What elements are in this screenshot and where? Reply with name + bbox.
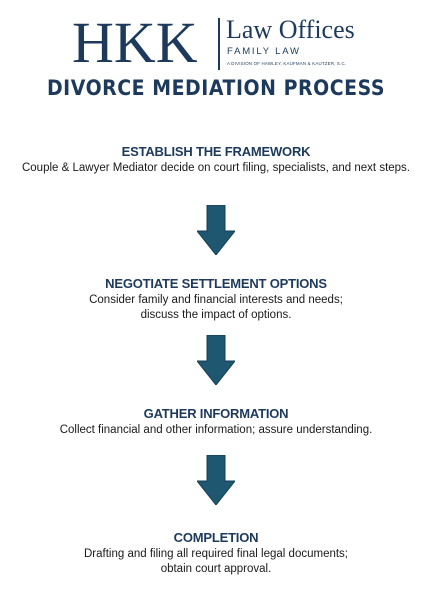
logo-name: Law Offices [226, 15, 355, 44]
logo-initials: HKK [72, 10, 198, 75]
arrow-down-icon [197, 335, 235, 385]
hkk-logo: HKK Law Offices FAMILY LAW A DIVISION OF… [72, 12, 372, 72]
logo-divider [218, 18, 220, 70]
page-title: DIVORCE MEDIATION PROCESS [46, 76, 386, 100]
arrow-down-icon [197, 205, 235, 255]
step-negotiate-settlement: NEGOTIATE SETTLEMENT OPTIONS Consider fa… [0, 276, 432, 323]
step-description: Collect financial and other information;… [59, 424, 373, 436]
step-title: GATHER INFORMATION [143, 406, 289, 421]
step-title: COMPLETION [173, 530, 259, 545]
step-gather-information: GATHER INFORMATION Collect financial and… [0, 406, 432, 438]
step-title: ESTABLISH THE FRAMEWORK [121, 144, 311, 159]
step-establish-framework: ESTABLISH THE FRAMEWORK Couple & Lawyer … [0, 144, 432, 176]
step-description: Consider family and financial interests … [89, 294, 343, 321]
step-completion: COMPLETION Drafting and filing all requi… [0, 530, 432, 577]
step-description: Couple & Lawyer Mediator decide on court… [21, 162, 410, 174]
logo-practice: FAMILY LAW [227, 46, 301, 57]
logo-division: A DIVISION OF HAWLEY, KAUFMAN & KAUTZER,… [227, 61, 347, 66]
arrow-down-icon [197, 455, 235, 505]
step-title: NEGOTIATE SETTLEMENT OPTIONS [105, 276, 327, 291]
step-description: Drafting and filing all required final l… [83, 548, 348, 575]
